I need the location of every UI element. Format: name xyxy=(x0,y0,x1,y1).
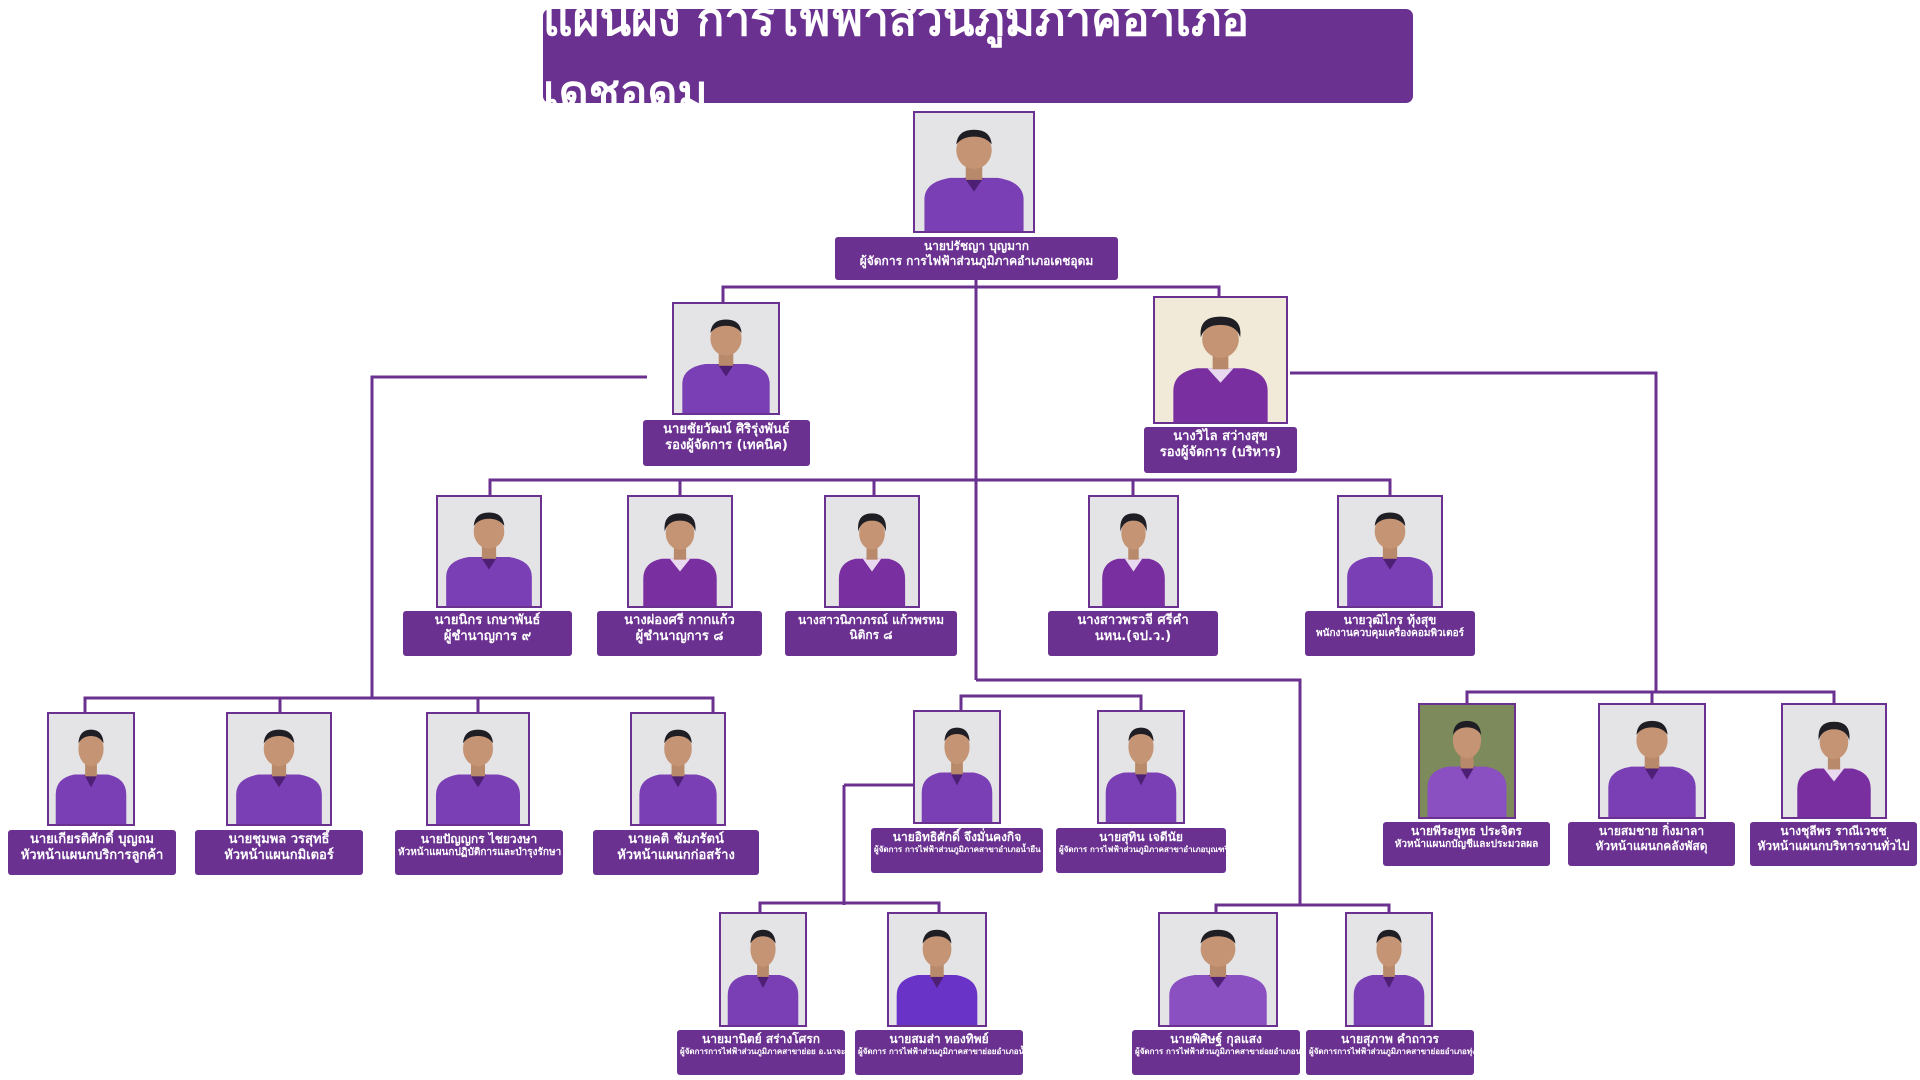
head6-position: หัวหน้าแผนกคลังพัสดุ xyxy=(1595,839,1708,853)
head3-name: นายปัญญกร ไชยวงษา xyxy=(420,832,538,846)
sub2-position: ผู้จัดการ การไฟฟ้าส่วนภูมิภาคสาขาย่อยอำเ… xyxy=(858,1047,1023,1056)
head5-position: หัวหน้าแผนกบัญชีและประมวลผล xyxy=(1394,839,1539,850)
head7-label: นางชุลีพร ราณีเวชชหัวหน้าแผนกบริหารงานทั… xyxy=(1750,822,1917,866)
head5-label: นายพีระยุทธ ประจิตรหัวหน้าแผนกบัญชีและปร… xyxy=(1383,822,1550,866)
head1-position: หัวหน้าแผนกบริการลูกค้า xyxy=(20,848,164,864)
branch1-photo xyxy=(913,710,1001,824)
staff1-position: ผู้ชำนาญการ ๙ xyxy=(443,629,532,645)
staff3-label: นางสาวนิภาภรณ์ แก้วพรหมนิติกร ๘ xyxy=(785,611,957,656)
manager-position: ผู้จัดการ การไฟฟ้าส่วนภูมิภาคอำเภอเดชอุด… xyxy=(859,254,1094,268)
sub4-label: นายสุภาพ คำถาวรผู้จัดการการไฟฟ้าส่วนภูมิ… xyxy=(1306,1030,1474,1075)
head5-photo xyxy=(1418,703,1516,819)
branch2-name: นายสุทิน เจดีนัย xyxy=(1099,830,1183,844)
manager-photo xyxy=(913,111,1035,233)
head6-photo xyxy=(1598,703,1706,819)
head1-photo xyxy=(47,712,135,826)
manager-label: นายปรัชญา บุญมากผู้จัดการ การไฟฟ้าส่วนภู… xyxy=(835,237,1118,280)
branch1-label: นายอิทธิศักดิ์ จึงมั่นคงกิจผู้จัดการ การ… xyxy=(871,828,1043,873)
deputy-tech-name: นายชัยวัฒน์ ศิริรุ่งพันธ์ xyxy=(663,422,790,437)
sub2-name: นายสมส่า ทองทิพย์ xyxy=(889,1032,989,1046)
staff2-name: นางผ่องศรี กากแก้ว xyxy=(624,613,735,628)
staff3-position: นิติกร ๘ xyxy=(849,628,893,642)
head4-position: หัวหน้าแผนกก่อสร้าง xyxy=(617,848,735,864)
sub4-position: ผู้จัดการการไฟฟ้าส่วนภูมิภาคสาขาย่อยอำเภ… xyxy=(1309,1047,1474,1056)
chart-title: แผนผัง การไฟฟ้าส่วนภูมิภาคอำเภอเดชอุดม xyxy=(543,0,1413,119)
staff1-name: นายนิกร เกษาพันธ์ xyxy=(434,613,541,628)
sub1-position: ผู้จัดการการไฟฟ้าส่วนภูมิภาคสาขาย่อย อ.น… xyxy=(680,1047,845,1056)
sub2-label: นายสมส่า ทองทิพย์ผู้จัดการ การไฟฟ้าส่วนภ… xyxy=(855,1030,1023,1075)
staff2-label: นางผ่องศรี กากแก้วผู้ชำนาญการ ๘ xyxy=(597,611,762,656)
sub4-photo xyxy=(1345,912,1433,1027)
branch1-position: ผู้จัดการ การไฟฟ้าส่วนภูมิภาคสาขาอำเภอน้… xyxy=(874,845,1041,854)
head1-label: นายเกียรติศักดิ์ บุญถมหัวหน้าแผนกบริการล… xyxy=(8,830,176,875)
deputy-admin-photo xyxy=(1153,296,1288,424)
head2-photo xyxy=(226,712,332,826)
head6-name: นายสมชาย กิ่งมาลา xyxy=(1598,824,1705,838)
sub1-name: นายมานิตย์ สร่างโศรก xyxy=(702,1032,820,1046)
staff5-photo xyxy=(1337,495,1443,608)
head3-label: นายปัญญกร ไชยวงษาหัวหน้าแผนกปฏิบัติการแล… xyxy=(395,830,563,875)
sub3-position: ผู้จัดการ การไฟฟ้าส่วนภูมิภาคสาขาย่อยอำเ… xyxy=(1135,1047,1300,1056)
staff2-photo xyxy=(627,495,733,608)
head4-label: นายคติ ชัมภรัตน์หัวหน้าแผนกก่อสร้าง xyxy=(593,830,759,875)
sub1-photo xyxy=(719,912,807,1027)
deputy-admin-position: รองผู้จัดการ (บริหาร) xyxy=(1159,445,1282,461)
staff1-label: นายนิกร เกษาพันธ์ผู้ชำนาญการ ๙ xyxy=(403,611,572,656)
staff4-label: นางสาวพรวจี ศรีคำนหน.(จป.ว.) xyxy=(1048,611,1218,656)
head2-position: หัวหน้าแผนกมิเตอร์ xyxy=(224,848,334,864)
head5-name: นายพีระยุทธ ประจิตร xyxy=(1411,824,1522,838)
deputy-tech-label: นายชัยวัฒน์ ศิริรุ่งพันธ์รองผู้จัดการ (เ… xyxy=(643,420,810,466)
head4-name: นายคติ ชัมภรัตน์ xyxy=(628,832,724,847)
sub2-photo xyxy=(887,912,987,1027)
deputy-admin-name: นางวิไล สว่างสุข xyxy=(1173,429,1268,444)
staff2-position: ผู้ชำนาญการ ๘ xyxy=(635,629,724,645)
branch2-photo xyxy=(1097,710,1185,824)
head2-label: นายชุมพล วรสุทธิ์หัวหน้าแผนกมิเตอร์ xyxy=(195,830,363,875)
sub3-name: นายพิศิษฐ์ กุลแสง xyxy=(1170,1032,1262,1046)
head3-position: หัวหน้าแผนกปฏิบัติการและบำรุงรักษา xyxy=(398,847,562,858)
branch1-name: นายอิทธิศักดิ์ จึงมั่นคงกิจ xyxy=(892,830,1022,844)
sub3-photo xyxy=(1158,912,1278,1027)
head7-photo xyxy=(1781,703,1887,819)
staff3-photo xyxy=(824,495,920,608)
manager-name: นายปรัชญา บุญมาก xyxy=(923,239,1030,253)
staff1-photo xyxy=(436,495,542,608)
staff5-name: นายวุฒิไกร ทุ้งสุข xyxy=(1343,613,1437,627)
staff5-position: พนักงานควบคุมเครื่องคอมพิวเตอร์ xyxy=(1316,628,1464,639)
staff5-label: นายวุฒิไกร ทุ้งสุขพนักงานควบคุมเครื่องคอ… xyxy=(1305,611,1475,656)
staff3-name: นางสาวนิภาภรณ์ แก้วพรหม xyxy=(797,613,945,627)
staff4-photo xyxy=(1088,495,1179,608)
staff4-name: นางสาวพรวจี ศรีคำ xyxy=(1077,613,1189,628)
deputy-admin-label: นางวิไล สว่างสุขรองผู้จัดการ (บริหาร) xyxy=(1144,427,1297,473)
sub3-label: นายพิศิษฐ์ กุลแสงผู้จัดการ การไฟฟ้าส่วนภ… xyxy=(1132,1030,1300,1075)
branch2-position: ผู้จัดการ การไฟฟ้าส่วนภูมิภาคสาขาอำเภอบุ… xyxy=(1059,845,1226,854)
sub4-name: นายสุภาพ คำถาวร xyxy=(1341,1032,1439,1046)
head4-photo xyxy=(630,712,726,826)
deputy-tech-photo xyxy=(672,302,780,415)
head7-name: นางชุลีพร ราณีเวชช xyxy=(1780,824,1887,838)
head2-name: นายชุมพล วรสุทธิ์ xyxy=(228,832,330,847)
head6-label: นายสมชาย กิ่งมาลาหัวหน้าแผนกคลังพัสดุ xyxy=(1568,822,1735,866)
branch2-label: นายสุทิน เจดีนัยผู้จัดการ การไฟฟ้าส่วนภู… xyxy=(1056,828,1226,873)
sub1-label: นายมานิตย์ สร่างโศรกผู้จัดการการไฟฟ้าส่ว… xyxy=(677,1030,845,1075)
head1-name: นายเกียรติศักดิ์ บุญถม xyxy=(29,832,155,847)
staff4-position: นหน.(จป.ว.) xyxy=(1094,629,1172,645)
head3-photo xyxy=(426,712,530,826)
deputy-tech-position: รองผู้จัดการ (เทคนิค) xyxy=(665,438,788,454)
head7-position: หัวหน้าแผนกบริหารงานทั่วไป xyxy=(1757,839,1910,853)
